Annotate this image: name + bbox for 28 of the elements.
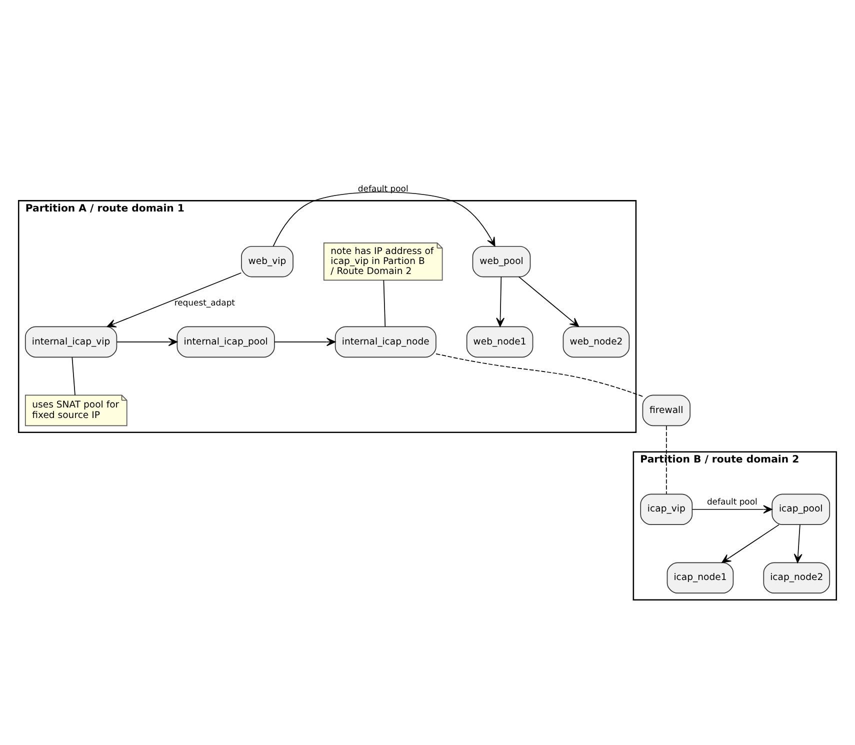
node-box: icap_pool <box>772 493 830 524</box>
edge-label: request_adapt <box>174 297 235 308</box>
arrow <box>106 272 242 327</box>
edge-label: default pool <box>706 496 758 506</box>
connector <box>72 356 76 396</box>
node-box: icap_vip <box>640 493 693 524</box>
connector <box>436 352 644 396</box>
connector <box>383 279 386 326</box>
node-box: internal_icap_vip <box>24 326 118 358</box>
arrow <box>518 276 580 326</box>
node-box: internal_icap_node <box>334 326 436 358</box>
node-box: icap_node1 <box>666 562 734 593</box>
arrow <box>496 276 505 326</box>
node-box: web_vip <box>241 245 294 277</box>
arrow <box>274 337 336 346</box>
node-box: firewall <box>642 394 690 426</box>
connector <box>666 425 667 494</box>
arrow <box>794 524 802 562</box>
arrow <box>722 524 780 562</box>
node-box: web_pool <box>472 245 531 277</box>
arrow <box>116 337 178 346</box>
node-box: web_node1 <box>466 326 534 358</box>
arrow <box>272 191 496 246</box>
node-box: web_node2 <box>562 326 630 358</box>
edge-label: default pool <box>358 182 408 193</box>
node-box: internal_icap_pool <box>176 326 275 358</box>
arrow <box>692 504 772 514</box>
node-box: icap_node2 <box>763 562 830 593</box>
